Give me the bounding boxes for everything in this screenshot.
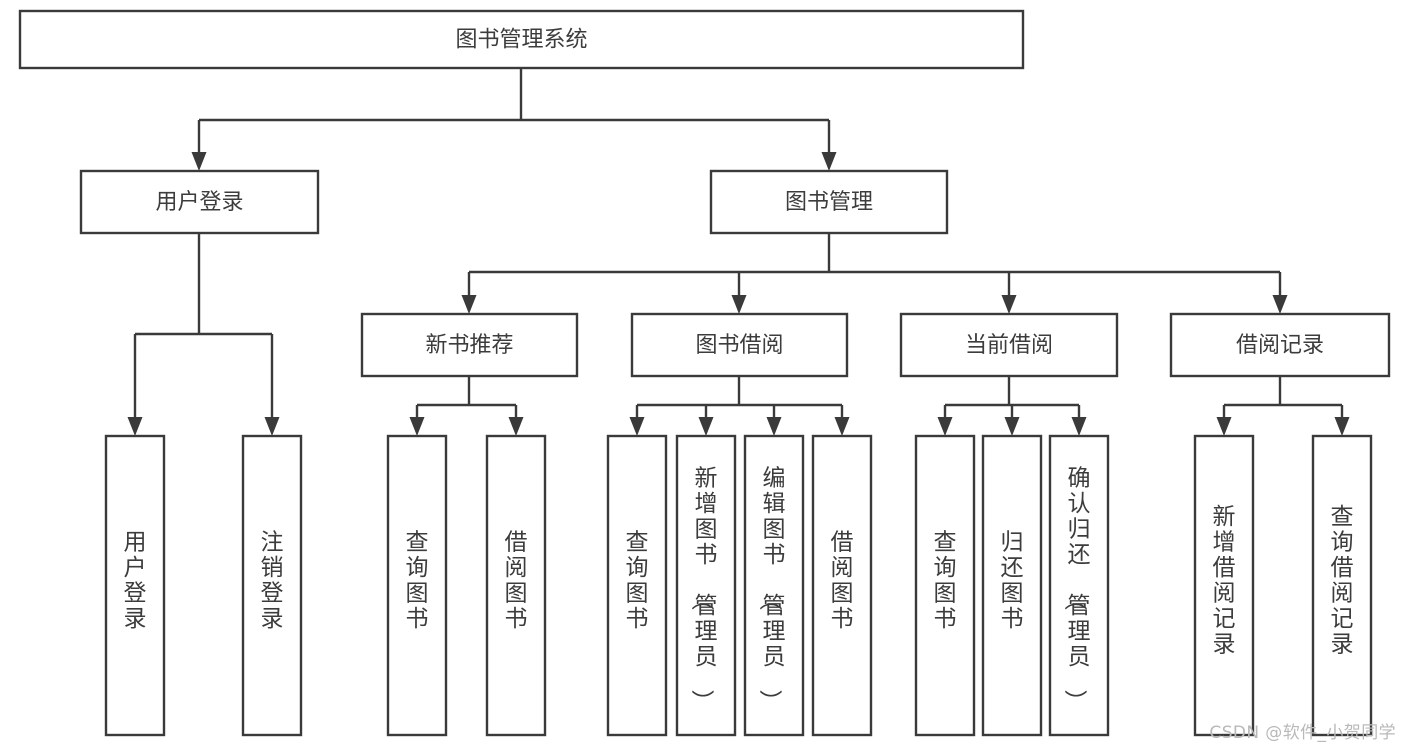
arrow-head-icon-manage-3 <box>1272 295 1288 314</box>
node-label-查询图书: 查询图书 <box>626 529 649 632</box>
node-box-图书管理[interactable] <box>709 169 949 235</box>
node-label-图书管理系统: 图书管理系统 <box>455 28 587 53</box>
arrow-head-icon-l3-2-1 <box>1004 417 1020 436</box>
arrow-head-icon-l3-3-0 <box>1216 417 1232 436</box>
arrow-head-icon-l3-3-1 <box>1334 417 1350 436</box>
node-box-查询借阅记录[interactable] <box>1311 434 1373 737</box>
node-box-当前借阅[interactable] <box>899 312 1119 378</box>
node-label-用户登录: 用户登录 <box>155 190 243 215</box>
node-label-编辑图书管理员: 编辑图书（管理员） <box>757 466 786 713</box>
node-label-新增图书管理员: 新增图书（管理员） <box>689 466 718 713</box>
node-label-新书推荐: 新书推荐 <box>425 333 513 358</box>
arrow-head-icon-manage-0 <box>461 295 477 314</box>
node-box-确认归还管理员[interactable] <box>1048 434 1110 737</box>
node-label-图书借阅: 图书借阅 <box>695 333 783 358</box>
node-label-查询借阅记录: 查询借阅记录 <box>1331 504 1354 658</box>
node-leaf-编辑图书管理员[interactable]: 编辑图书（管理员） <box>743 434 805 737</box>
node-label-查询图书: 查询图书 <box>934 529 957 632</box>
node-root-图书管理系统[interactable]: 图书管理系统 <box>18 9 1025 70</box>
node-level3-新书推荐[interactable]: 新书推荐 <box>360 312 579 378</box>
node-leaf-借阅图书[interactable]: 借阅图书 <box>811 434 873 737</box>
node-leaf-借阅图书[interactable]: 借阅图书 <box>485 434 547 737</box>
node-box-查询图书[interactable] <box>606 434 668 737</box>
node-leaf-归还图书[interactable]: 归还图书 <box>981 434 1043 737</box>
node-label-注销登录: 注销登录 <box>261 529 284 632</box>
node-box-编辑图书管理员[interactable] <box>743 434 805 737</box>
node-leaf-注销登录[interactable]: 注销登录 <box>241 434 303 737</box>
node-box-新增图书管理员[interactable] <box>675 434 737 737</box>
node-label-借阅记录: 借阅记录 <box>1236 333 1324 358</box>
node-label-当前借阅: 当前借阅 <box>965 333 1053 358</box>
node-box-图书借阅[interactable] <box>630 312 849 378</box>
node-leaf-用户登录[interactable]: 用户登录 <box>104 434 166 737</box>
node-leaf-查询图书[interactable]: 查询图书 <box>914 434 976 737</box>
node-label-归还图书: 归还图书 <box>1001 529 1024 632</box>
node-box-用户登录[interactable] <box>79 169 320 235</box>
node-leaf-新增图书管理员[interactable]: 新增图书（管理员） <box>675 434 737 737</box>
node-box-图书管理系统[interactable] <box>18 9 1025 70</box>
arrow-head-icon-manage-2 <box>1001 295 1017 314</box>
arrow-head-icon-l3-2-0 <box>937 417 953 436</box>
node-label-确认归还管理员: 确认归还（管理员） <box>1062 466 1091 713</box>
node-box-注销登录[interactable] <box>241 434 303 737</box>
node-level2-用户登录[interactable]: 用户登录 <box>79 169 320 235</box>
node-leaf-查询图书[interactable]: 查询图书 <box>606 434 668 737</box>
arrow-head-icon-login-1 <box>264 417 280 436</box>
arrow-head-icon-l3-1-2 <box>766 417 782 436</box>
node-box-新书推荐[interactable] <box>360 312 579 378</box>
node-leaf-查询借阅记录[interactable]: 查询借阅记录 <box>1311 434 1373 737</box>
node-label-借阅图书: 借阅图书 <box>505 529 528 632</box>
node-box-借阅图书[interactable] <box>811 434 873 737</box>
node-box-归还图书[interactable] <box>981 434 1043 737</box>
node-level2-图书管理[interactable]: 图书管理 <box>709 169 949 235</box>
node-label-用户登录: 用户登录 <box>124 529 147 632</box>
connector-lines <box>127 68 1350 436</box>
node-leaf-查询图书[interactable]: 查询图书 <box>386 434 448 737</box>
node-box-查询图书[interactable] <box>914 434 976 737</box>
node-leaf-确认归还管理员[interactable]: 确认归还（管理员） <box>1048 434 1110 737</box>
arrow-head-icon-login-0 <box>127 417 143 436</box>
watermark-text: CSDN @软件_小贺同学 <box>1209 723 1396 743</box>
node-box-新增借阅记录[interactable] <box>1193 434 1255 737</box>
arrow-head-icon-l3-0-1 <box>508 417 524 436</box>
arrow-head-icon-l3-2-2 <box>1071 417 1087 436</box>
arrow-head-icon-l3-0-0 <box>409 417 425 436</box>
node-box-借阅记录[interactable] <box>1169 312 1391 378</box>
node-box-用户登录[interactable] <box>104 434 166 737</box>
node-label-图书管理: 图书管理 <box>785 190 873 215</box>
node-box-借阅图书[interactable] <box>485 434 547 737</box>
node-label-查询图书: 查询图书 <box>406 529 429 632</box>
arrow-head-icon-root-0 <box>191 152 207 171</box>
node-label-借阅图书: 借阅图书 <box>831 529 854 632</box>
node-boxes: 图书管理系统用户登录图书管理新书推荐图书借阅当前借阅借阅记录用户登录注销登录查询… <box>18 9 1391 737</box>
node-level3-图书借阅[interactable]: 图书借阅 <box>630 312 849 378</box>
node-label-新增借阅记录: 新增借阅记录 <box>1213 504 1236 658</box>
arrow-head-icon-manage-1 <box>731 295 747 314</box>
node-level3-借阅记录[interactable]: 借阅记录 <box>1169 312 1391 378</box>
arrow-head-icon-l3-1-1 <box>698 417 714 436</box>
node-box-查询图书[interactable] <box>386 434 448 737</box>
node-level3-当前借阅[interactable]: 当前借阅 <box>899 312 1119 378</box>
arrow-head-icon-l3-1-3 <box>834 417 850 436</box>
arrow-head-icon-l3-1-0 <box>629 417 645 436</box>
arrow-head-icon-root-1 <box>821 152 837 171</box>
node-leaf-新增借阅记录[interactable]: 新增借阅记录 <box>1193 434 1255 737</box>
